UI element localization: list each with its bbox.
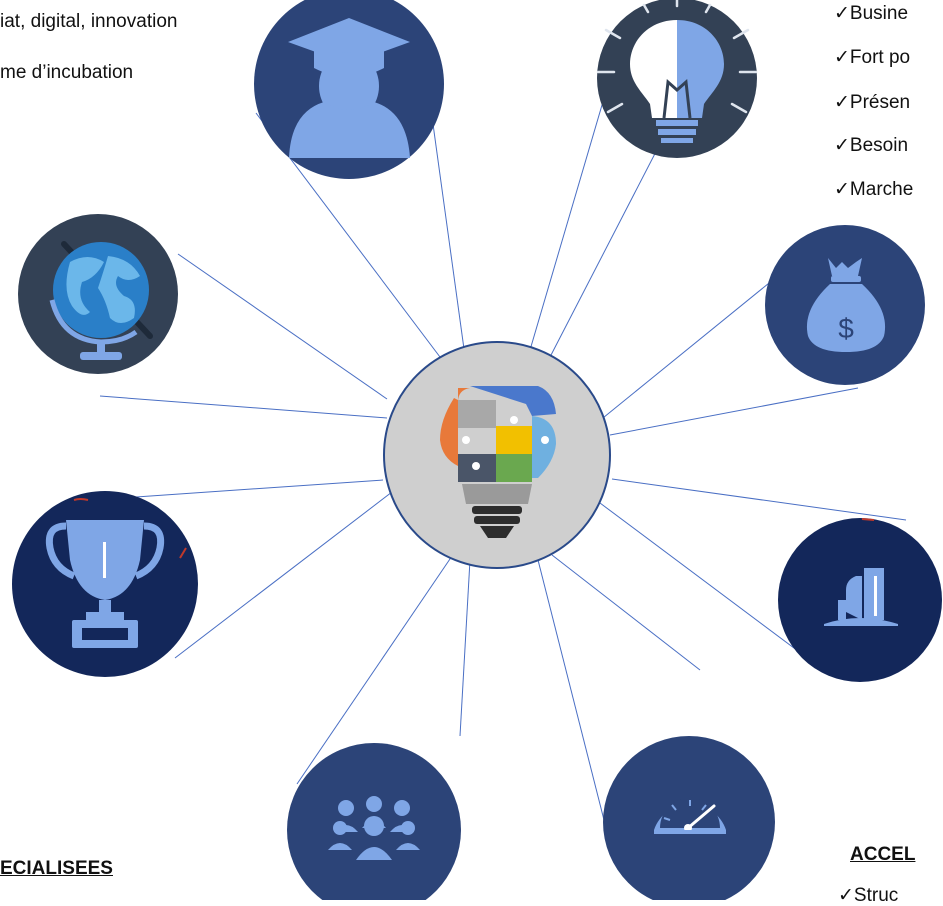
node-building[interactable]: [778, 518, 942, 682]
money-bag-icon: $: [806, 258, 886, 352]
bottom-left-heading: ECIALISEES: [0, 858, 113, 879]
checklist-item-label: Présen: [849, 92, 911, 113]
connector-speed: [537, 559, 605, 821]
hub-node[interactable]: [383, 341, 611, 569]
checklist-item-label: Busine: [849, 3, 909, 24]
node-trophy[interactable]: [12, 491, 198, 677]
top-left-text-line2: me d’incubation: [0, 62, 134, 83]
node-graduate[interactable]: [254, 0, 444, 179]
node-money[interactable]: $: [765, 225, 925, 385]
checklist-item-4: ✓Besoin: [834, 136, 908, 155]
checklist-item-label: Besoin: [849, 135, 909, 156]
connector-globe: [177, 253, 388, 400]
checklist-item-3: ✓Présen: [834, 93, 910, 112]
bottom-right-heading: ACCEL: [850, 844, 916, 865]
svg-text:$: $: [838, 313, 854, 344]
building-accent: [861, 518, 875, 521]
connector-building-2: [599, 502, 819, 667]
connector-globe-2: [99, 395, 388, 419]
puzzle-lightbulb-icon: [440, 386, 556, 538]
speedometer-icon: [654, 798, 726, 834]
building-icon: [824, 568, 898, 626]
check-icon: ✓: [834, 135, 850, 156]
connector-speed-2: [551, 554, 701, 671]
trophy-icon: [45, 520, 165, 648]
connector-trophy-2: [174, 491, 393, 659]
check-icon: ✓: [834, 92, 850, 113]
globe-icon: [49, 241, 153, 360]
team-icon: [328, 796, 420, 860]
check-icon: ✓: [834, 3, 850, 24]
connector-lines: [76, 53, 907, 821]
graduate-icon: [288, 18, 410, 158]
connector-team-2: [459, 559, 471, 737]
checklist-item-label: Marche: [849, 179, 914, 200]
lightbulb-icon: [596, 0, 758, 143]
node-globe[interactable]: [18, 214, 178, 374]
connector-money-2: [609, 387, 859, 436]
node-speed[interactable]: [603, 736, 775, 900]
checklist-item-1: ✓Busine: [834, 4, 908, 23]
checklist-item-5: ✓Marche: [834, 180, 913, 199]
node-idea[interactable]: [596, 0, 758, 158]
connector-team: [296, 555, 453, 785]
top-left-text-line1: iat, digital, innovation: [0, 11, 178, 32]
checklist-item-label: Fort po: [849, 47, 911, 68]
checklist-item-2: ✓Fort po: [834, 48, 910, 67]
connector-building: [611, 478, 907, 521]
trophy-accent-2: [179, 547, 187, 559]
connector-idea: [549, 139, 663, 358]
node-team[interactable]: [287, 743, 461, 900]
check-icon: ✓: [834, 47, 850, 68]
check-icon: ✓: [834, 179, 850, 200]
trophy-accent: [73, 498, 89, 501]
bottom-right-item: ✓Struc: [838, 885, 899, 906]
